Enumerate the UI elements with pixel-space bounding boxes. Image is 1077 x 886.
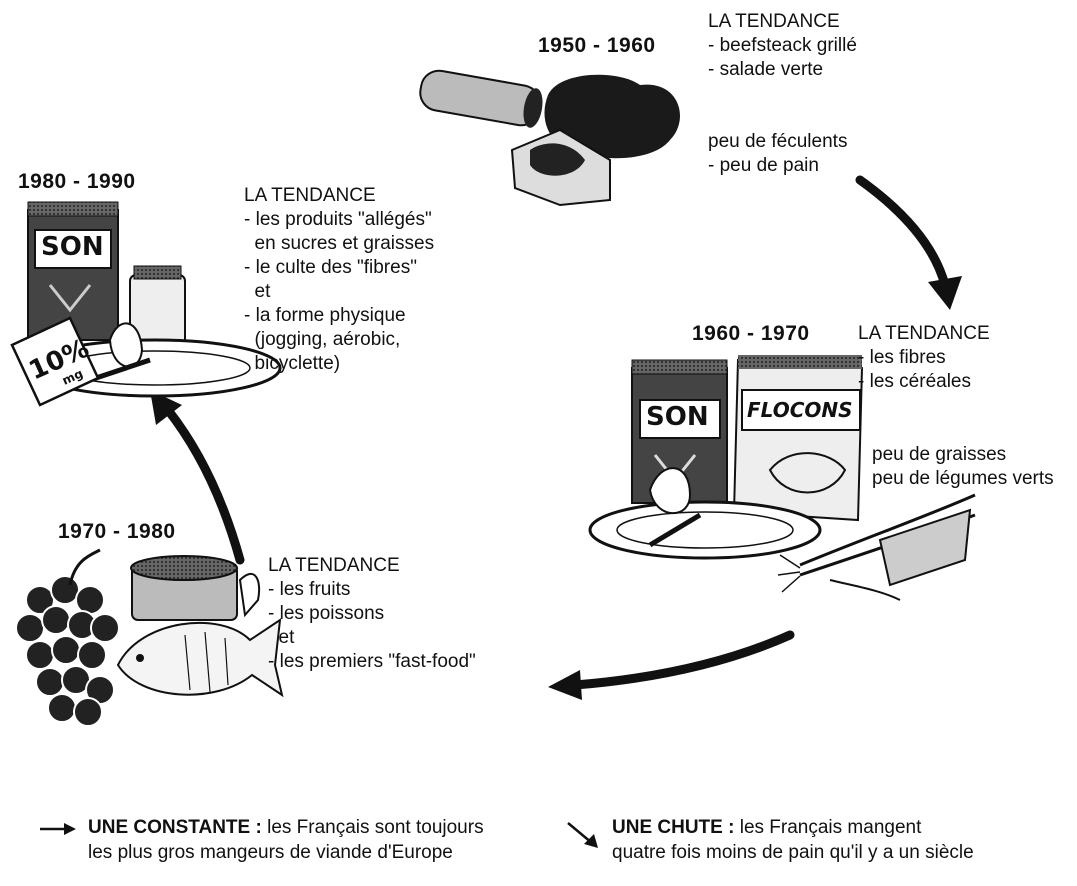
tendance-1950: LA TENDANCE - beefsteack grillé - salade… [708, 10, 857, 82]
period-label-1980: 1980 - 1990 [18, 170, 136, 193]
tendance-1980: LA TENDANCE - les produits "allégés" en … [244, 184, 434, 376]
period-label-1960: 1960 - 1970 [692, 322, 810, 345]
tendance-item: - les premiers "fast-food" [268, 651, 476, 672]
tendance-item: - les produits "allégés" [244, 209, 432, 230]
chute-line1: les Français mangent [734, 817, 922, 838]
bread-steak-illustration [419, 69, 680, 207]
chute-label: UNE CHUTE : [612, 817, 735, 838]
tendance-title: LA TENDANCE [268, 555, 400, 576]
note-item: - peu de pain [708, 155, 819, 176]
tendance-title: LA TENDANCE [858, 323, 990, 344]
tendance-item: en sucres et graisses [244, 233, 435, 254]
tendance-item: - les fruits [268, 579, 351, 600]
son-label-1980: SON [41, 232, 104, 262]
son-flocons-illustration [588, 355, 976, 601]
tendance-item: - les fibres [858, 347, 946, 368]
footer-constante: UNE CONSTANTE : les Français sont toujou… [88, 815, 484, 865]
tendance-item: bicyclette) [244, 353, 341, 374]
note-item: peu de féculents [708, 131, 848, 152]
tendance-item: - les poissons [268, 603, 385, 624]
notes-1960: peu de graisses peu de légumes verts [872, 443, 1054, 491]
tendance-item: - beefsteack grillé [708, 35, 857, 56]
son-label-1960: SON [646, 402, 709, 432]
period-label-1970: 1970 - 1980 [58, 520, 176, 543]
tendance-item: et [268, 627, 295, 648]
right-arrow-icon [40, 823, 76, 835]
tendance-item: (jogging, aérobic, [244, 329, 401, 350]
tendance-item: - salade verte [708, 59, 824, 80]
constante-line2: les plus gros mangeurs de viande d'Europ… [88, 842, 453, 863]
down-right-arrow-icon [567, 822, 598, 848]
tendance-1970: LA TENDANCE - les fruits - les poissons … [268, 554, 476, 674]
note-item: peu de graisses [872, 444, 1007, 465]
constante-line1: les Français sont toujours [261, 817, 484, 838]
cycle-arrow-1950-to-1960 [855, 175, 962, 310]
tendance-item: - le culte des "fibres" [244, 257, 417, 278]
cycle-arrow-1970-to-1980 [150, 390, 245, 565]
footer-chute: UNE CHUTE : les Français mangent quatre … [612, 815, 974, 865]
tendance-item: - la forme physique [244, 305, 406, 326]
notes-1950: peu de féculents - peu de pain [708, 130, 847, 178]
tendance-title: LA TENDANCE [244, 185, 376, 206]
cycle-arrow-1960-to-1970 [548, 630, 795, 700]
tendance-item: - les céréales [858, 371, 971, 392]
tendance-1960: LA TENDANCE - les fibres - les céréales [858, 322, 990, 394]
flocons-label: FLOCONS [747, 398, 853, 422]
tendance-title: LA TENDANCE [708, 11, 840, 32]
son-allege-illustration [10, 201, 282, 407]
constante-label: UNE CONSTANTE : [88, 817, 262, 838]
note-item: peu de légumes verts [872, 468, 1054, 489]
chute-line2: quatre fois moins de pain qu'il y a un s… [612, 842, 974, 863]
period-label-1950: 1950 - 1960 [538, 34, 656, 57]
grapes-fish-illustration [15, 548, 284, 727]
tendance-item: et [244, 281, 271, 302]
